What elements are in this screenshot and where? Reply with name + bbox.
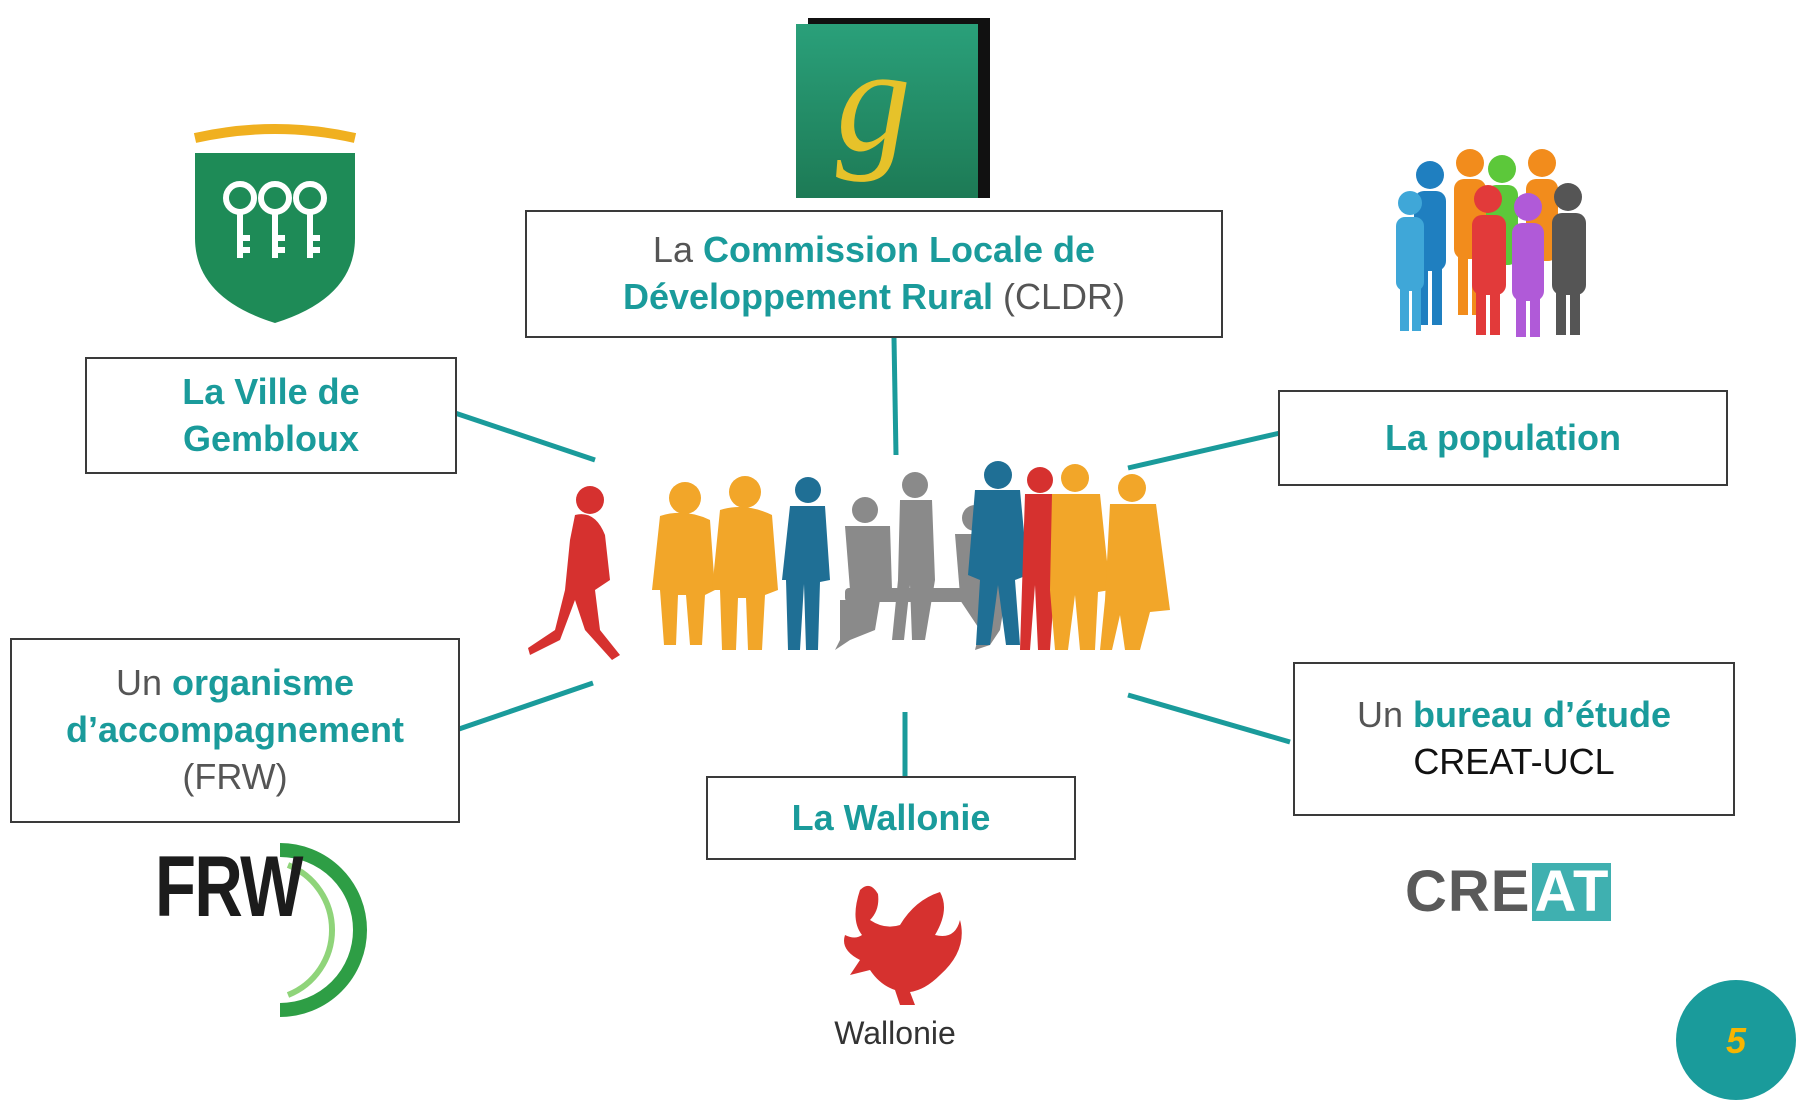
wallonie-logo-label: Wallonie [834, 1015, 956, 1051]
box-frw-suffix: (FRW) [182, 755, 288, 797]
box-population: La population [1278, 390, 1728, 486]
box-wallonie-text: La Wallonie [791, 796, 991, 838]
page-number: 5 [1726, 1020, 1747, 1061]
gembloux-shield-logo [193, 124, 357, 323]
creat-logo: CREAT [1405, 858, 1612, 925]
connector-population [1127, 430, 1281, 471]
box-bureau-prefix: Un [1356, 694, 1413, 736]
box-cldr-suffix: (CLDR) [993, 276, 1126, 317]
creat-logo-box: AT [1532, 859, 1612, 924]
box-cldr-text: La Commission Locale de Développement Ru… [527, 227, 1221, 321]
red-runner-figure [528, 486, 620, 660]
box-bureau-text: Un bureau d’étude CREAT-UCL [1357, 692, 1671, 786]
cldr-logo: g [796, 17, 978, 198]
box-cldr-prefix: La [652, 229, 703, 271]
creat-logo-prefix: CRE [1405, 859, 1531, 924]
cldr-logo-letter: g [836, 17, 911, 183]
wallonie-rooster-icon [844, 885, 962, 1005]
frw-arc-icon [279, 843, 367, 1017]
box-bureau-suffix: CREAT-UCL [1413, 741, 1615, 782]
population-people-icon [1396, 149, 1586, 337]
page-number-badge: 5 [1676, 980, 1796, 1100]
box-frw: Un organisme d’accompagnement (FRW) [10, 638, 460, 823]
box-ville: La Ville de Gembloux [85, 357, 457, 474]
box-cldr-bold: Commission Locale de Développement Rural [622, 229, 1096, 317]
box-wallonie: La Wallonie [706, 776, 1076, 860]
box-frw-prefix: Un [115, 662, 172, 704]
connector-frw [458, 680, 594, 732]
central-people-illustration [528, 461, 1170, 660]
box-ville-text: La Ville de Gembloux [182, 370, 360, 459]
connector-lines [454, 337, 1291, 778]
box-frw-text: Un organisme d’accompagnement (FRW) [12, 660, 458, 800]
connector-bureau [1127, 692, 1291, 745]
frw-logo-text: FRW [155, 839, 303, 935]
box-cldr: La Commission Locale de Développement Ru… [525, 210, 1223, 338]
box-frw-bold: organisme d’accompagnement [65, 662, 405, 751]
box-population-text: La population [1385, 416, 1621, 458]
connector-cldr [891, 337, 899, 456]
box-bureau: Un bureau d’étude CREAT-UCL [1293, 662, 1735, 816]
connector-ville [454, 410, 596, 463]
box-bureau-bold: bureau d’étude [1413, 694, 1672, 736]
